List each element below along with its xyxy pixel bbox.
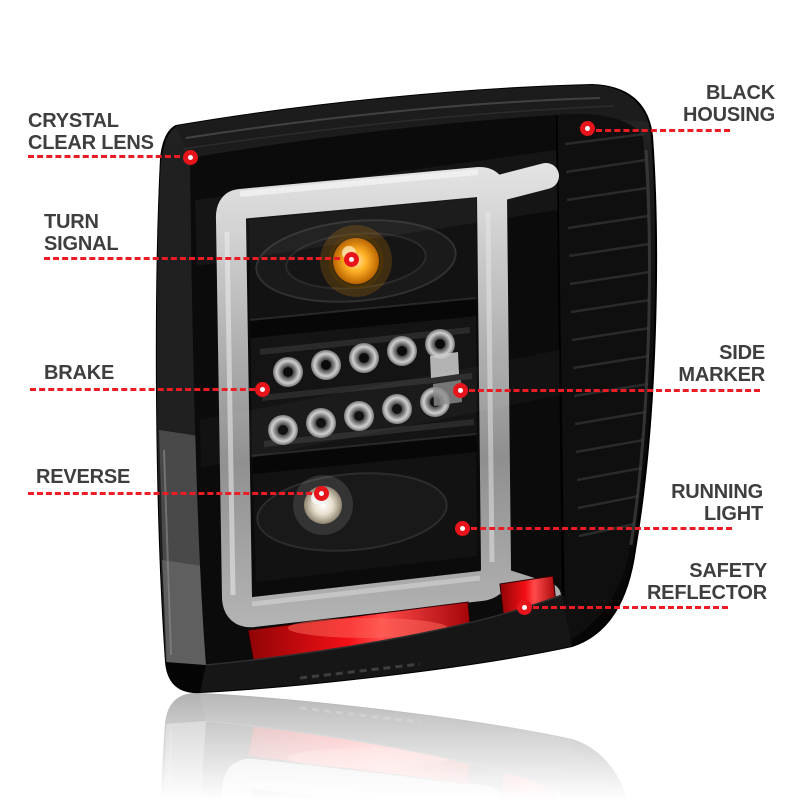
housing-left-glint — [162, 560, 206, 665]
right-edge-glint — [629, 149, 651, 546]
callout-dot-marker — [183, 150, 198, 165]
certification-markings — [299, 662, 421, 680]
callout-text-line: HOUSING — [683, 104, 775, 126]
callout-label: TURN SIGNAL — [44, 211, 119, 255]
tube-highlight-right — [485, 211, 495, 563]
divider-top-edge — [249, 297, 477, 321]
callout-text-line: LIGHT — [704, 503, 763, 525]
callout-text-line: SIDE — [719, 342, 765, 364]
callout-dot-marker — [314, 486, 329, 501]
callout-text-line: TURN — [44, 211, 99, 233]
callout-label: RUNNING LIGHT — [671, 481, 763, 525]
callout-dot-marker — [517, 600, 532, 615]
lens-edge-highlight — [185, 97, 601, 139]
tube-highlight-left — [224, 231, 236, 596]
callout-dot-marker — [580, 121, 595, 136]
callout-text-line: BLACK — [706, 82, 775, 104]
tube-highlight-bottom — [251, 575, 481, 607]
callout-dot-marker — [255, 382, 270, 397]
callout-label: SAFETY REFLECTOR — [647, 560, 767, 604]
housing-ribs — [564, 132, 651, 538]
callout-dash-line — [44, 257, 340, 260]
callout-label: CRYSTAL CLEAR LENS — [28, 110, 154, 154]
callout-text-line: CLEAR LENS — [28, 132, 154, 154]
divider-bottom — [252, 434, 477, 474]
callout-text-line: BRAKE — [44, 362, 115, 384]
housing-bottom-band — [200, 595, 572, 692]
callout-text-line: SIGNAL — [44, 233, 119, 255]
callout-label: BLACK HOUSING — [683, 82, 775, 126]
lens-edge-highlight-2 — [182, 105, 615, 150]
callout-text-line: CRYSTAL — [28, 110, 119, 132]
callout-dash-line — [471, 527, 732, 530]
divider-bottom-edge — [251, 433, 477, 457]
callout-dash-line — [30, 388, 255, 391]
reflector-glow — [288, 618, 448, 638]
tail-light-reflection — [157, 694, 656, 800]
callout-dot-marker — [453, 383, 468, 398]
callout-text-line: RUNNING — [671, 481, 763, 503]
callout-text-line: MARKER — [678, 364, 765, 386]
callout-dash-line — [469, 389, 760, 392]
callout-text-line: SAFETY — [689, 560, 767, 582]
callout-dash-line — [28, 155, 180, 158]
callout-dot-marker — [344, 252, 359, 267]
face-side-seam — [554, 114, 565, 597]
callout-label: REVERSE — [36, 466, 130, 488]
callout-label: SIDE MARKER — [678, 342, 765, 386]
callout-text-line: REVERSE — [36, 466, 131, 488]
callout-dot-marker — [455, 521, 470, 536]
divider-top — [250, 298, 477, 338]
tube-highlight-top — [239, 169, 479, 197]
lens-top-band — [176, 85, 648, 158]
light-bar-top-extension — [479, 163, 559, 203]
callout-dash-line — [533, 606, 728, 609]
callout-dash-line — [28, 492, 312, 495]
callout-dash-line — [596, 129, 730, 132]
lens-gloss — [195, 150, 558, 266]
left-edge-line — [163, 449, 172, 656]
callout-text-line: REFLECTOR — [646, 582, 767, 604]
callout-label: BRAKE — [44, 362, 114, 384]
